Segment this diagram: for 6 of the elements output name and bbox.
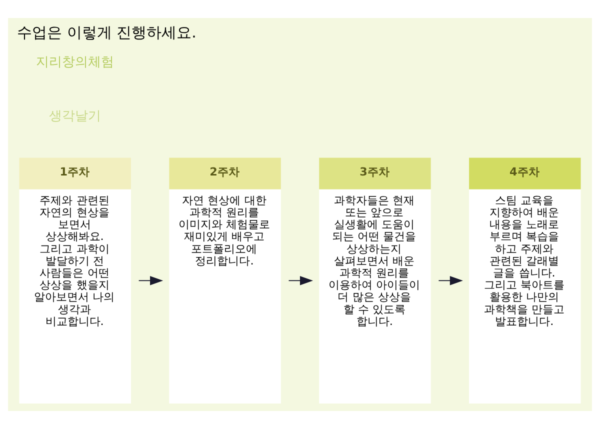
arrow: [438, 276, 463, 286]
arrow: [138, 276, 164, 286]
diagram-title: 수업은 이렇게 진행하세요.: [17, 23, 196, 42]
arrow: [288, 276, 314, 286]
label: 생각날기: [49, 109, 102, 124]
label: 지리창의체험: [36, 55, 114, 70]
